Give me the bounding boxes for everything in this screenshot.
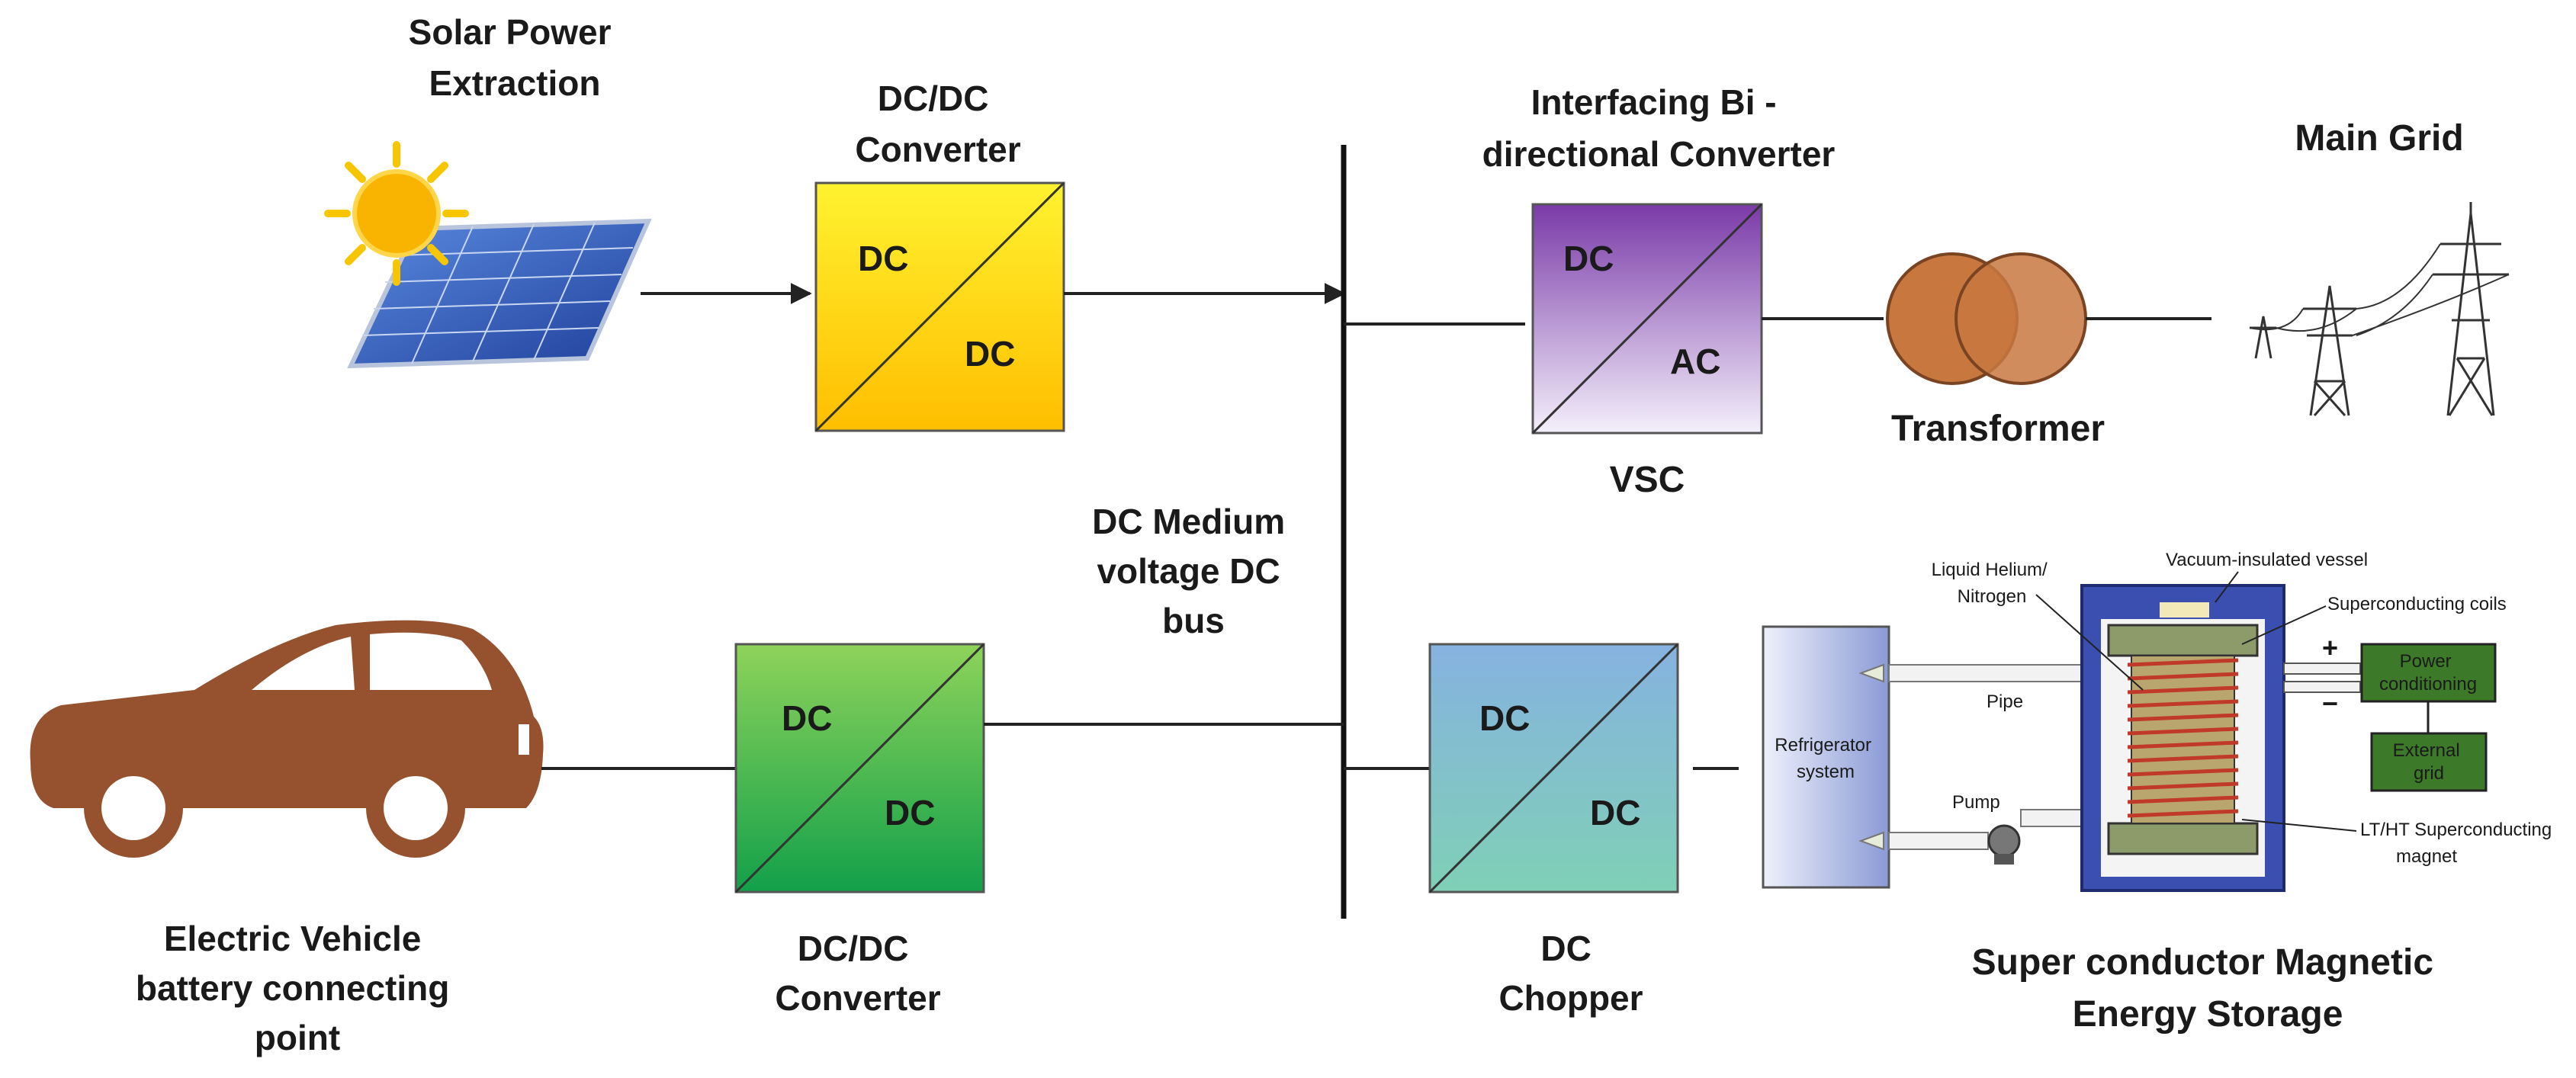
refrigerator-box	[1762, 625, 1890, 889]
minus-sign: −	[2322, 688, 2338, 719]
chopper-label: DC Chopper	[1498, 929, 1643, 1018]
dcdc-bottom-label: DC/DC Converter	[775, 929, 940, 1018]
interfacing-label: Interfacing Bi - directional Converter	[1482, 82, 1836, 174]
transformer-label: Transformer	[1891, 409, 2105, 449]
transformer-icon	[1886, 252, 2087, 385]
solar-label: Solar Power Extraction	[409, 12, 622, 103]
smes-label: Super conductor Magnetic Energy Storage	[1972, 942, 2444, 1035]
smes-illustration: Refrigerator system Pump Pipe	[1762, 550, 2557, 892]
vsc-label: VSC	[1610, 460, 1685, 500]
pipe-label: Pipe	[1987, 691, 2023, 712]
chopper-input: DC	[1479, 698, 1530, 738]
vsc-output: AC	[1670, 342, 1720, 381]
sun-icon	[324, 141, 469, 286]
magnet-callout: LT/HT Superconducting magnet	[2360, 820, 2557, 867]
dcdc-top-label: DC/DC Converter	[855, 79, 1020, 169]
dc-chopper: DC DC	[1428, 643, 1679, 894]
solar-panel-icon	[347, 218, 652, 369]
electric-car-icon	[30, 620, 544, 858]
refrigerator-label: Refrigerator system	[1775, 735, 1876, 782]
dcdc-top-output: DC	[965, 334, 1015, 374]
dcdc-converter-top: DC DC	[814, 181, 1065, 432]
dcdc-bottom-input: DC	[782, 698, 832, 738]
main-grid-label: Main Grid	[2295, 118, 2463, 159]
vsc-converter: DC AC	[1531, 203, 1763, 435]
dcdc-bottom-output: DC	[885, 793, 935, 833]
plus-sign: +	[2322, 632, 2338, 663]
ev-label: Electric Vehicle battery connecting poin…	[136, 919, 459, 1057]
transmission-tower-icon	[2249, 202, 2510, 416]
power-conditioning-label: Power conditioning	[2379, 651, 2477, 695]
external-grid-label: External grid	[2393, 740, 2465, 784]
superconducting-coil	[2127, 658, 2239, 818]
dcdc-top-input: DC	[858, 239, 908, 278]
vsc-input: DC	[1563, 239, 1614, 278]
chopper-output: DC	[1590, 793, 1640, 833]
coolant-callout: Liquid Helium/ Nitrogen	[1932, 560, 2053, 607]
coils-callout: Superconducting coils	[2327, 594, 2507, 614]
vessel-callout: Vacuum-insulated vessel	[2166, 550, 2368, 570]
dcdc-converter-bottom: DC DC	[734, 643, 985, 894]
pump-label: Pump	[1952, 792, 2000, 813]
dc-bus-label: DC Medium voltage DC bus	[1092, 502, 1295, 640]
pump-icon	[1987, 824, 2021, 858]
external-grid-box	[2370, 732, 2488, 792]
